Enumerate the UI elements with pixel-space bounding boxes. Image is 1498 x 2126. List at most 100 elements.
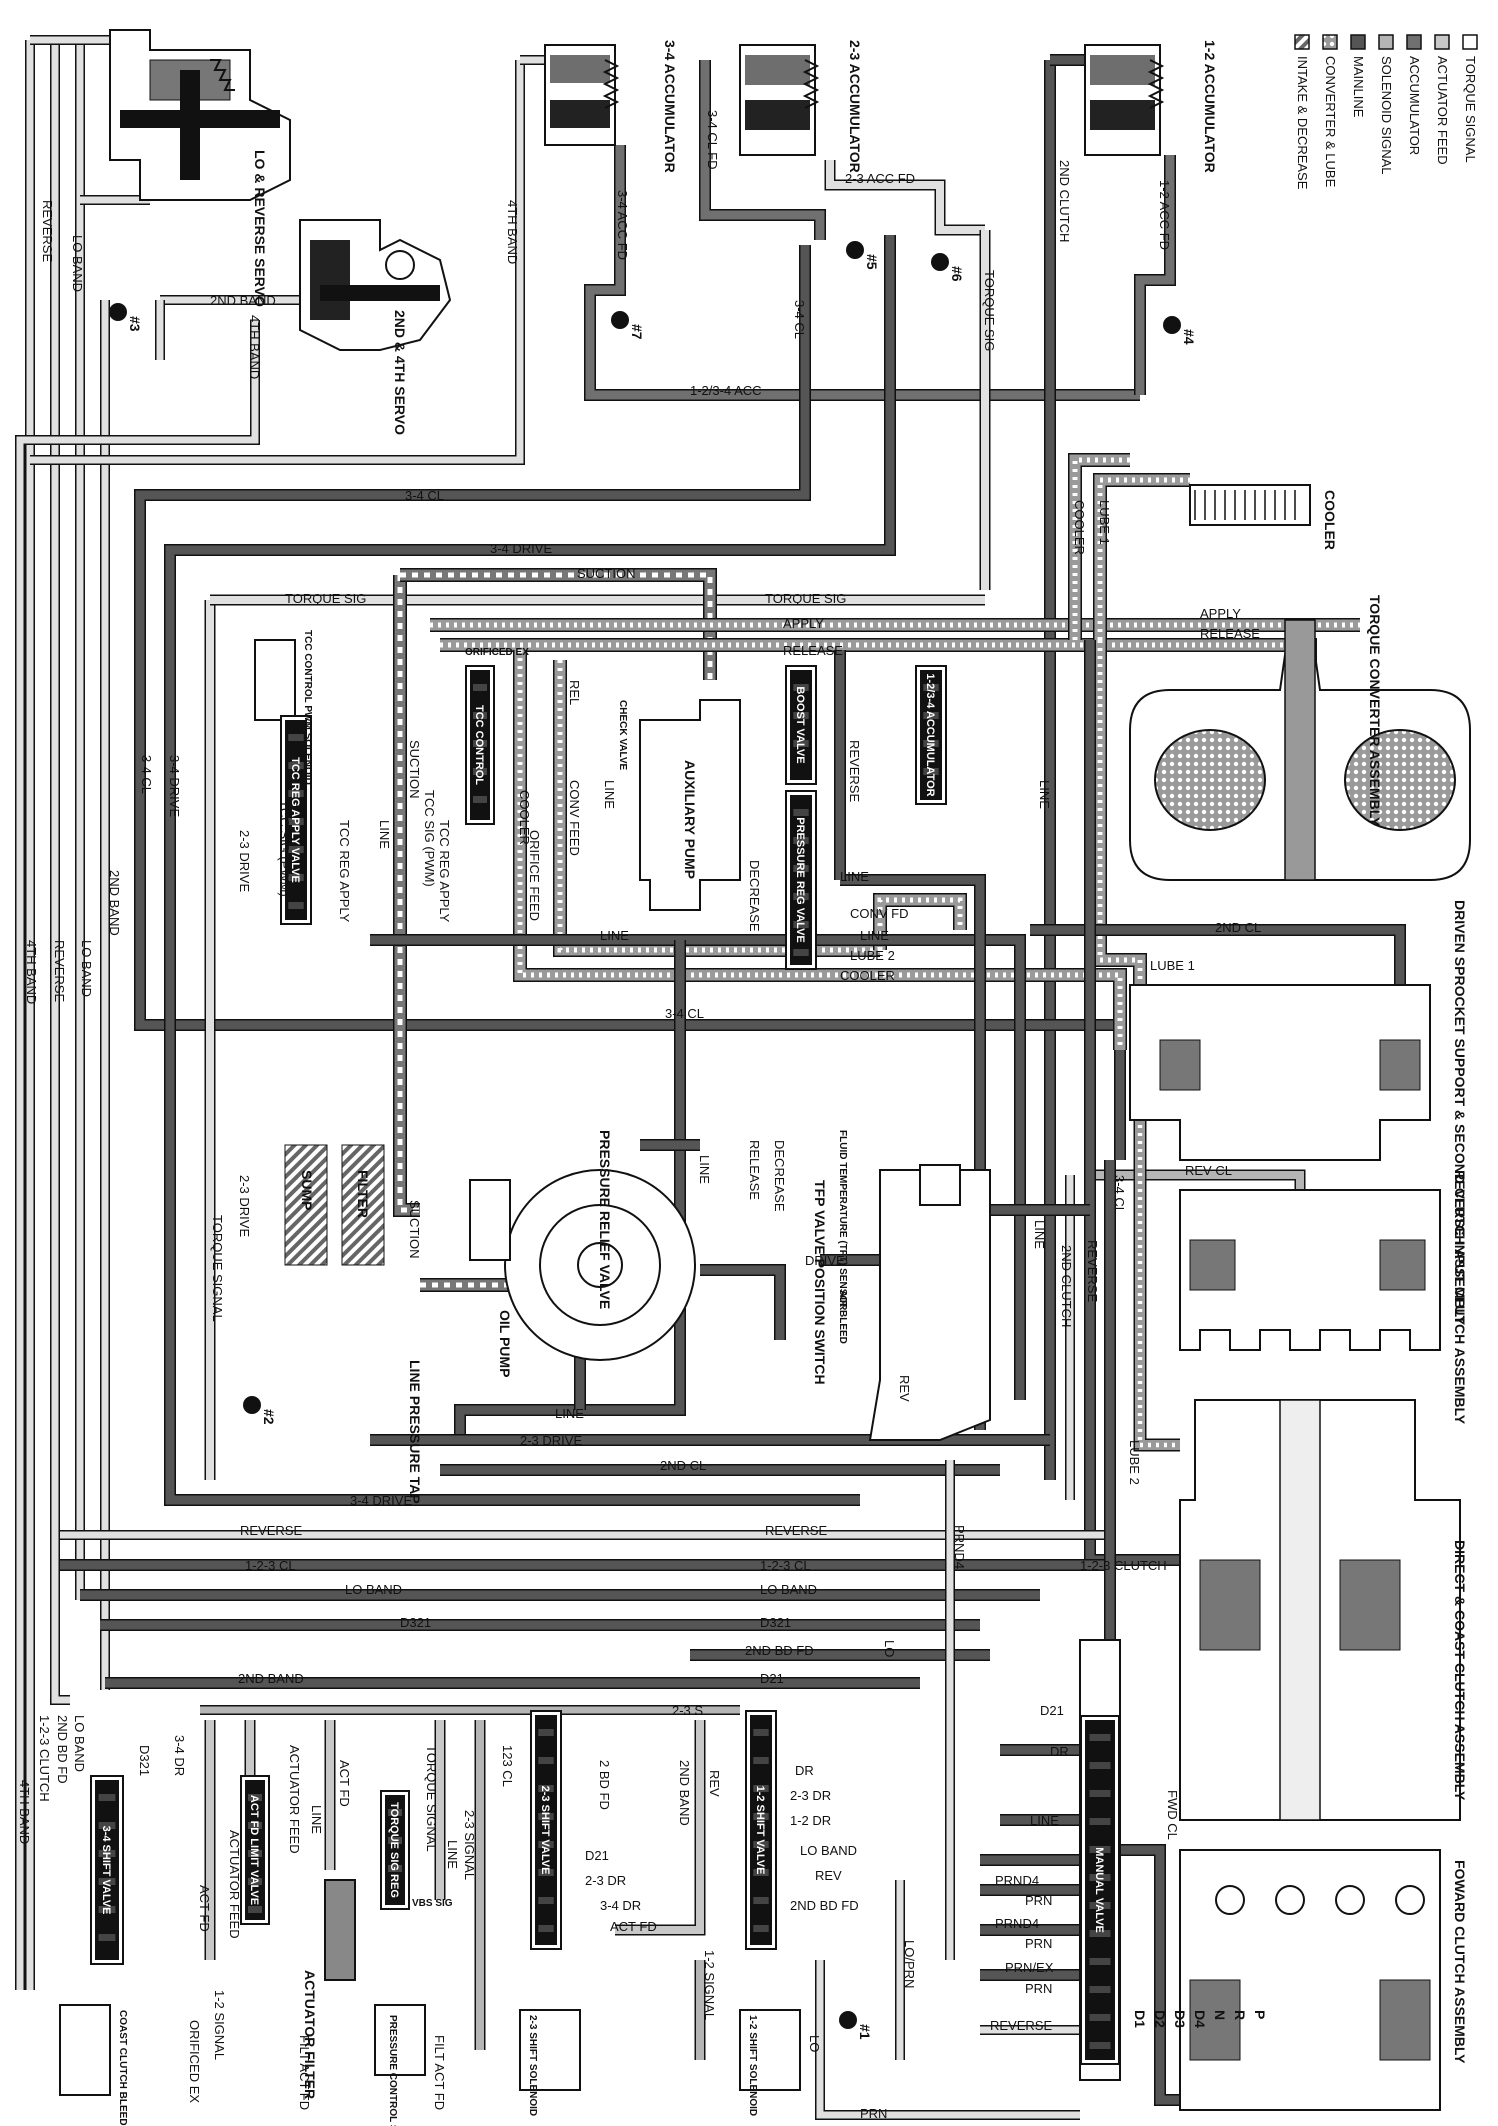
label-line-h5: LINE <box>1030 1813 1059 1828</box>
label-act-fd-v2: ACT FD <box>197 1885 212 1932</box>
label-prn-ex: PRN/EX <box>1005 1960 1054 1975</box>
passage-lube <box>553 660 880 957</box>
valve-label: TCC REG APPLY VALVE <box>289 757 301 883</box>
label-clutch-123-h: 1-2-3 CLUTCH <box>1080 1558 1167 1573</box>
label-reverse-h2: REVERSE <box>765 1523 827 1538</box>
label-tcc-sig-pwm-2: TCC SIG (PWM) <box>277 800 292 897</box>
label-tcc-sig-pwm: TCC SIG (PWM) <box>422 790 437 887</box>
valves: TCC REG APPLY VALVE TCC CONTROL BOOST VALV… <box>90 665 1120 2065</box>
label-driven-sprocket: DRIVEN SPROCKET SUPPORT & SECOND CLUTCH … <box>1452 900 1468 1326</box>
valve-label: BOOST VALVE <box>794 686 806 763</box>
legend-label: INTAKE & DECREASE <box>1295 56 1310 190</box>
label-dr-v: DR <box>795 1763 814 1778</box>
accumulator-34 <box>544 44 620 146</box>
legend-label: TORQUE SIGNAL <box>1463 56 1478 163</box>
label-acc-fd-23: 2-3 ACC FD <box>845 171 915 186</box>
valve: 2-3 SHIFT VALVE <box>530 1710 562 1950</box>
label-dr-h: DR <box>1050 1744 1069 1759</box>
valve: TORQUE SIG REG <box>380 1790 410 1910</box>
valve-label: 1-2 SHIFT VALVE <box>754 1786 766 1875</box>
passage-acc <box>584 145 1140 401</box>
label-torque-sig-v: TORQUE SIG <box>982 270 997 351</box>
label-decrease-v2: DECREASE <box>772 1140 787 1212</box>
legend-swatch <box>1322 34 1338 50</box>
label-lo-band-v: LO BAND <box>70 235 85 292</box>
label-tcc-pwm: TCC CONTROL PWM SOLENOID <box>302 630 313 785</box>
passage-tq <box>824 160 985 236</box>
label-drive-34-h2: 3-4 DRIVE <box>350 1493 412 1508</box>
label-act-fd-v: ACT FD <box>337 1760 352 1807</box>
label-fourth-band-v1: 4TH BAND <box>247 315 262 379</box>
manual-position-label: D1 <box>1132 2010 1148 2028</box>
label-lo-band-h1: LO BAND <box>345 1582 402 1597</box>
label-auxiliary-pump: AUXILIARY PUMP <box>682 760 698 879</box>
valve: 1-2 SHIFT VALVE <box>745 1710 777 1950</box>
label-lo-band-h3: LO BAND <box>800 1843 857 1858</box>
label-acc-fd-12: 1-2 ACC FD <box>1157 180 1172 250</box>
label-12-solenoid: 1-2 SHIFT SOLENOID <box>747 2015 758 2116</box>
passage-acc <box>699 60 826 240</box>
label-reverse-v4: REVERSE <box>1085 1240 1100 1302</box>
label-fourth-band-v3: 4TH BAND <box>24 940 39 1004</box>
valve: PRESSURE REG VALVE <box>785 790 817 970</box>
label-prnd4-h2: PRND4 <box>995 1916 1039 1931</box>
accumulator-12 <box>1084 44 1165 156</box>
label-rel-v: REL <box>567 680 582 705</box>
label-second-band-h: 2ND BAND <box>210 293 276 308</box>
label-line-v7: LINE <box>445 1840 460 1869</box>
label-dr-23: 2-3 DR <box>585 1873 626 1888</box>
label-suction-h: SUCTION <box>577 566 636 581</box>
passages <box>15 35 1406 2120</box>
passage-lube <box>873 893 967 950</box>
label-line-v2: LINE <box>697 1155 712 1184</box>
checkball-label: #7 <box>629 324 645 340</box>
label-tcc-reg-apply: TCC REG APPLY <box>437 820 452 923</box>
label-d21-h: D21 <box>760 1671 784 1686</box>
valve-label: TCC CONTROL <box>473 705 485 785</box>
valve-label: 2-3 SHIFT VALVE <box>539 1786 551 1875</box>
label-second-clutch-v2: 2ND CLUTCH <box>1059 1245 1074 1327</box>
legend-label: CONVERTER & LUBE <box>1323 56 1338 188</box>
legend-entry: ACCUMULATOR <box>1406 34 1422 155</box>
label-lo-prn-v: LO/PRN <box>902 1940 917 1988</box>
checkballs: #1#2#3#4#5#6#7 <box>109 241 1197 2040</box>
valve-label: TORQUE SIG REG <box>388 1802 400 1898</box>
label-reverse-h3: REVERSE <box>990 2018 1052 2033</box>
label-apply-h2: APPLY <box>1200 606 1241 621</box>
label-prnd4-h1: PRND4 <box>995 1873 1039 1888</box>
label-reverse-v2: REVERSE <box>847 740 862 802</box>
legend-label: ACTUATOR FEED <box>1435 56 1450 165</box>
label-second-band-v2: 2ND BAND <box>677 1760 692 1826</box>
legend-swatch <box>1434 34 1450 50</box>
forward-clutch <box>1179 1849 1441 2111</box>
legend-swatch <box>1378 34 1394 50</box>
valve-label: ACT FD LIMIT VALVE <box>248 1795 260 1905</box>
label-prn-h2: PRN <box>1025 1936 1052 1951</box>
checkball: #3 <box>109 303 143 332</box>
label-lo-band-h2: LO BAND <box>760 1582 817 1597</box>
valve: ACT FD LIMIT VALVE <box>240 1775 270 1925</box>
label-lube1-h: LUBE 1 <box>1150 958 1195 973</box>
valve: MANUAL VALVE <box>1080 1715 1120 2065</box>
legend-entry: CONVERTER & LUBE <box>1322 34 1338 188</box>
label-rev-v: REV <box>897 1375 912 1402</box>
manual-position-label: N <box>1212 2010 1228 2020</box>
label-vbs-sig: VBS SIG <box>412 1898 453 1909</box>
checkball-label: #4 <box>1181 329 1197 345</box>
tfp-switch <box>868 1164 991 1441</box>
label-conv-fd: CONV FD <box>850 906 909 921</box>
label-lo-v: LO <box>807 2035 822 2052</box>
checkball-label: #6 <box>949 266 965 282</box>
sump-filter <box>284 1144 385 1266</box>
label-reverse-v3: REVERSE <box>52 940 67 1002</box>
label-acc-12: 1-2 ACCUMULATOR <box>1202 40 1218 173</box>
checkball: #7 <box>611 311 645 340</box>
valve-label: MANUAL VALVE <box>1093 1847 1105 1933</box>
label-pcs: PRESSURE CONTROL SOLENOID <box>387 2015 398 2126</box>
label-actuator-feed-v: ACTUATOR FEED <box>287 1745 302 1854</box>
label-cl-123-h1: 1-2-3 CL <box>245 1558 296 1573</box>
label-oil-pump: OIL PUMP <box>497 1310 513 1377</box>
checkball: #6 <box>931 253 965 282</box>
